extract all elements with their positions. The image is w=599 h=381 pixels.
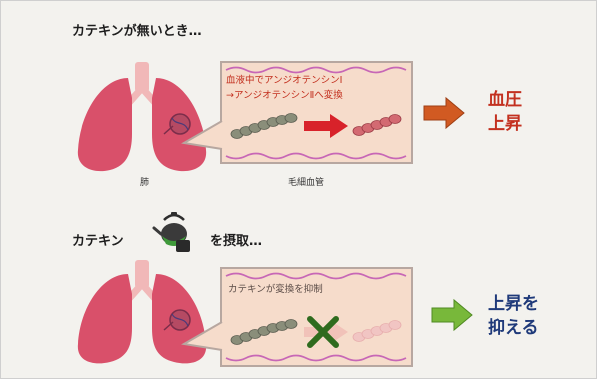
conversion-arrow-icon [304, 114, 348, 138]
angiotensin-chain-bottom-icon [230, 319, 298, 345]
result-text-suppress-line1: 上昇を [488, 294, 539, 314]
teapot-icon [152, 212, 190, 252]
inhibition-text: カテキンが変換を抑制 [228, 284, 323, 295]
lungs-top-illustration [77, 62, 207, 172]
capillary-panel-top [220, 61, 413, 164]
result-text-suppress-line2: 抑える [488, 318, 539, 338]
capillary-wave-top [225, 66, 407, 160]
capillary-panel-bottom [220, 267, 413, 367]
angiotensin-ii-chain-icon [352, 114, 402, 136]
top-heading: カテキンが無いとき… [72, 24, 202, 39]
result-text-rise-line2: 上昇 [488, 114, 522, 134]
x-mark-icon [307, 316, 339, 348]
callout-pointer-top [181, 120, 223, 150]
result-arrow-orange-icon [423, 96, 465, 130]
result-text-rise-line1: 血圧 [488, 90, 522, 110]
callout-pointer-bottom [181, 321, 223, 351]
angiotensin-chain-icon [230, 113, 298, 139]
result-arrow-green-icon [431, 298, 473, 332]
conversion-text-line1: 血液中でアンジオテンシンⅠ [226, 75, 343, 86]
faded-chain-icon [352, 320, 402, 342]
lung-label: 肺 [140, 178, 150, 188]
conversion-text-line2: →アンジオテンシンⅡへ変換 [226, 90, 343, 101]
capillary-wave-bottom [225, 272, 407, 362]
bottom-heading-part2: を摂取… [210, 234, 263, 249]
bottom-heading-part1: カテキン [72, 234, 124, 249]
capillary-label: 毛細血管 [288, 178, 325, 188]
